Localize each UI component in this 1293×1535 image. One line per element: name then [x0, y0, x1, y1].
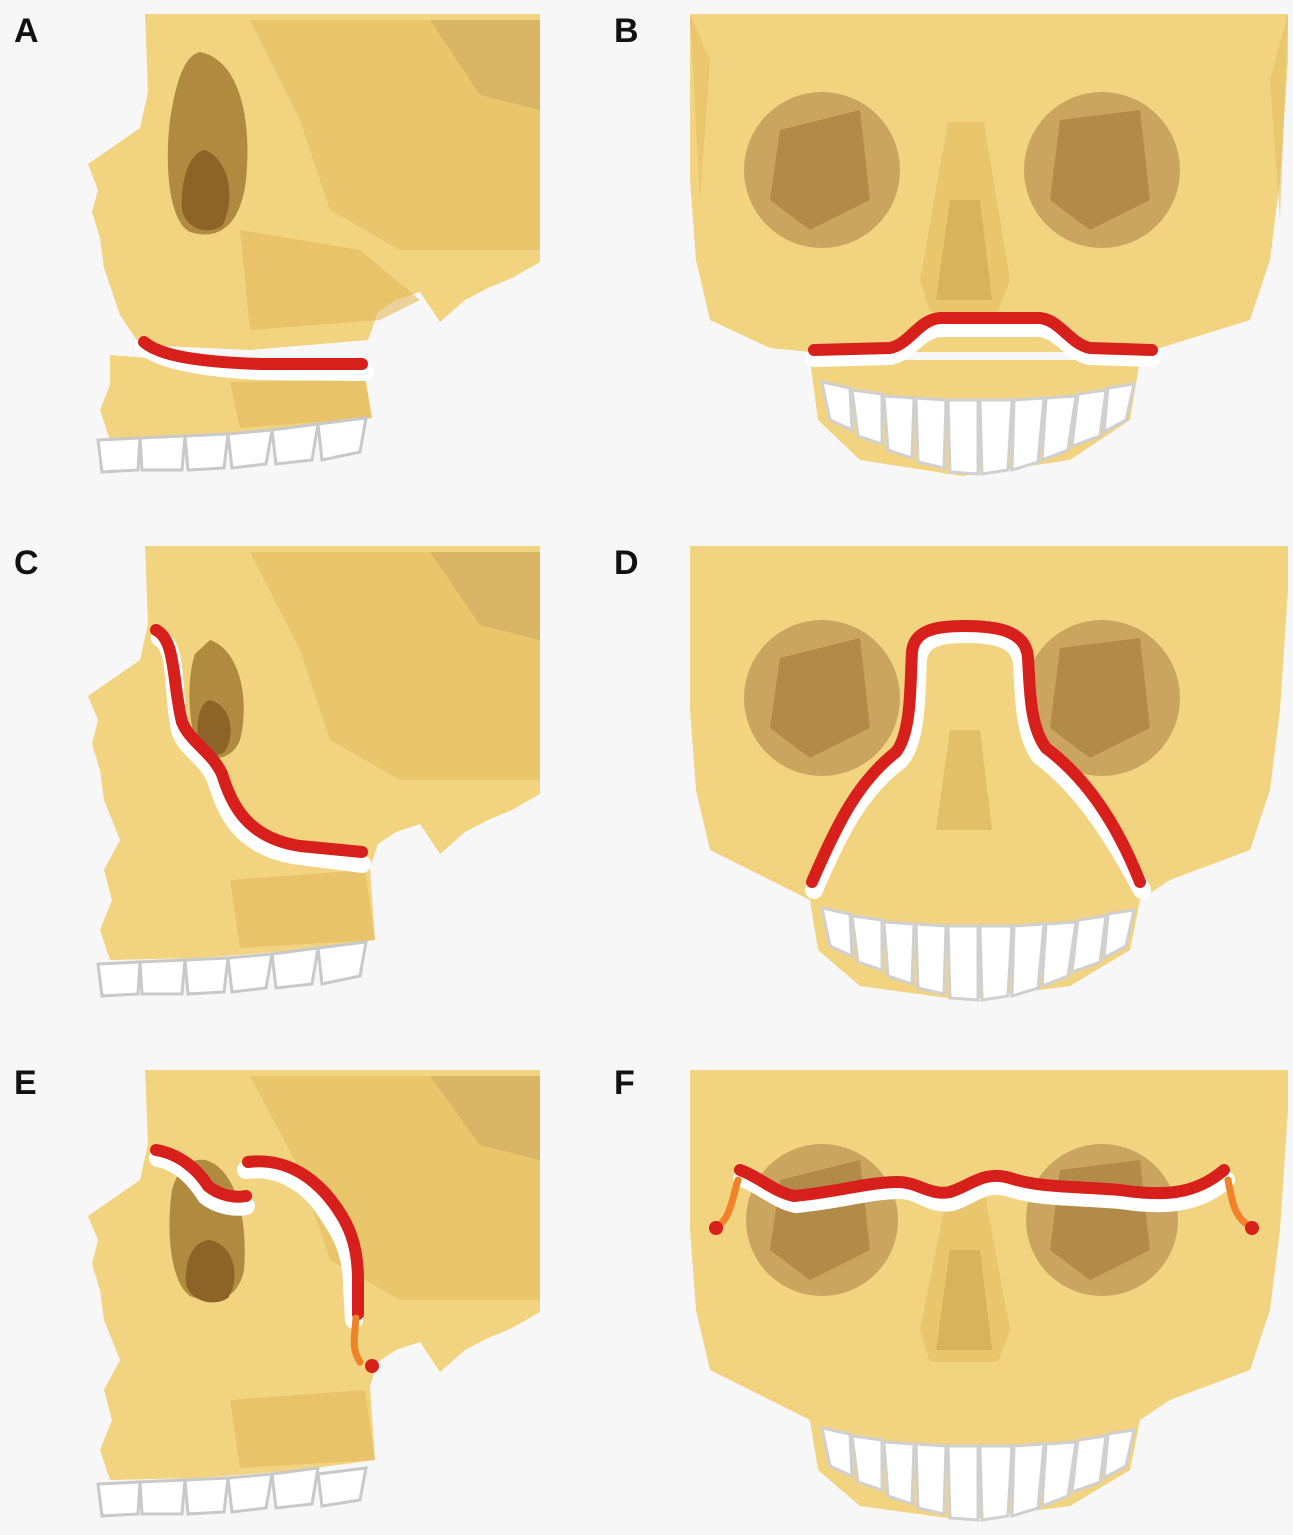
lateral-skull-illustration [0, 530, 560, 1020]
panel-label-a: A [14, 14, 39, 48]
maxilla-shade [230, 1390, 375, 1468]
panel-label-e: E [14, 1066, 37, 1100]
frontal-skull-illustration [600, 1050, 1293, 1535]
panel-c: C [0, 530, 560, 1020]
frontal-skull-illustration [600, 530, 1293, 1020]
lateral-skull-illustration [0, 0, 560, 500]
panel-label-b: B [614, 14, 639, 48]
fracture-end-dot-left [709, 1221, 723, 1235]
panel-a: A [0, 0, 560, 500]
panel-e: E [0, 1050, 560, 1535]
fracture-end-dot [365, 1359, 379, 1373]
lateral-skull-illustration [0, 1050, 560, 1535]
panel-d: D [600, 530, 1293, 1020]
fracture-end-dot-right [1245, 1221, 1259, 1235]
panel-label-d: D [614, 546, 639, 580]
panel-label-c: C [14, 546, 39, 580]
panel-f: F [600, 1050, 1293, 1535]
panel-label-f: F [614, 1066, 635, 1100]
frontal-skull-illustration [600, 0, 1293, 500]
panel-b: B [600, 0, 1293, 500]
maxilla-shade [230, 870, 375, 948]
